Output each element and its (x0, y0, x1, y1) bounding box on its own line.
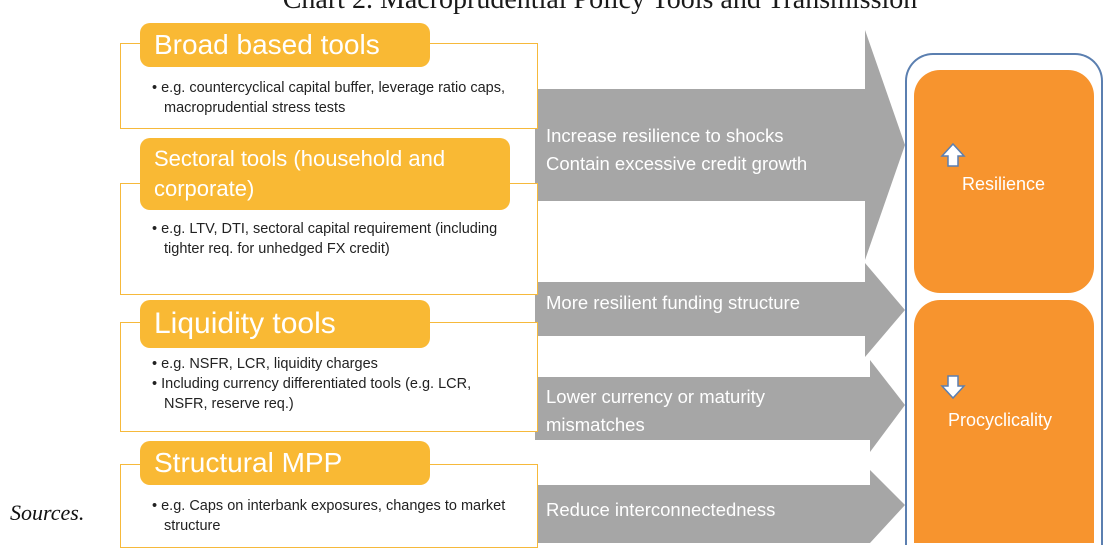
bullet: • e.g. Caps on interbank exposures, chan… (152, 498, 506, 534)
bullet: • e.g. NSFR, LCR, liquidity charges (152, 356, 378, 372)
outcome-resilience-label: Resilience (962, 174, 1046, 194)
arrow-interconnectedness (535, 470, 905, 543)
arrow-label-interconnectedness: Reduce interconnectedness (546, 499, 776, 520)
tool-bullets-broad: • e.g. countercyclical capital buffer, l… (152, 78, 522, 118)
arrow-label-resilience: Increase resilience to shocks Contain ex… (546, 125, 808, 174)
bullet: • Including currency differentiated tool… (152, 376, 472, 412)
bullet: • e.g. LTV, DTI, sectoral capital requir… (152, 221, 498, 257)
tool-bullets-liquidity: • e.g. NSFR, LCR, liquidity charges • In… (152, 354, 512, 414)
outcome-panel (905, 53, 1103, 545)
arrow-mismatches (535, 360, 905, 452)
tool-tag-broad: Broad based tools (140, 23, 430, 67)
sources-label: Sources. (10, 500, 85, 525)
outcome-procyclicality-label: Procyclicality (948, 410, 1053, 430)
chart-title: Chart 2. Macroprudential Policy Tools an… (220, 0, 980, 16)
tool-tag-structural: Structural MPP (140, 441, 430, 485)
arrow-resilience (535, 30, 905, 260)
outcome-resilience-box (914, 70, 1094, 293)
up-arrow-icon (940, 142, 966, 167)
arrow-label-funding: More resilient funding structure (546, 292, 800, 313)
tool-tag-liquidity: Liquidity tools (140, 300, 430, 348)
tool-bullets-sectoral: • e.g. LTV, DTI, sectoral capital requir… (152, 219, 512, 259)
tool-tag-sectoral: Sectoral tools (household and corporate) (140, 138, 510, 210)
tool-bullets-structural: • e.g. Caps on interbank exposures, chan… (152, 496, 512, 536)
down-arrow-icon (940, 375, 966, 400)
bullet: • e.g. countercyclical capital buffer, l… (152, 80, 505, 116)
arrow-funding (535, 263, 905, 357)
arrow-label-mismatches: Lower currency or maturity mismatches (546, 386, 765, 435)
outcome-procyclicality-box (914, 300, 1094, 543)
